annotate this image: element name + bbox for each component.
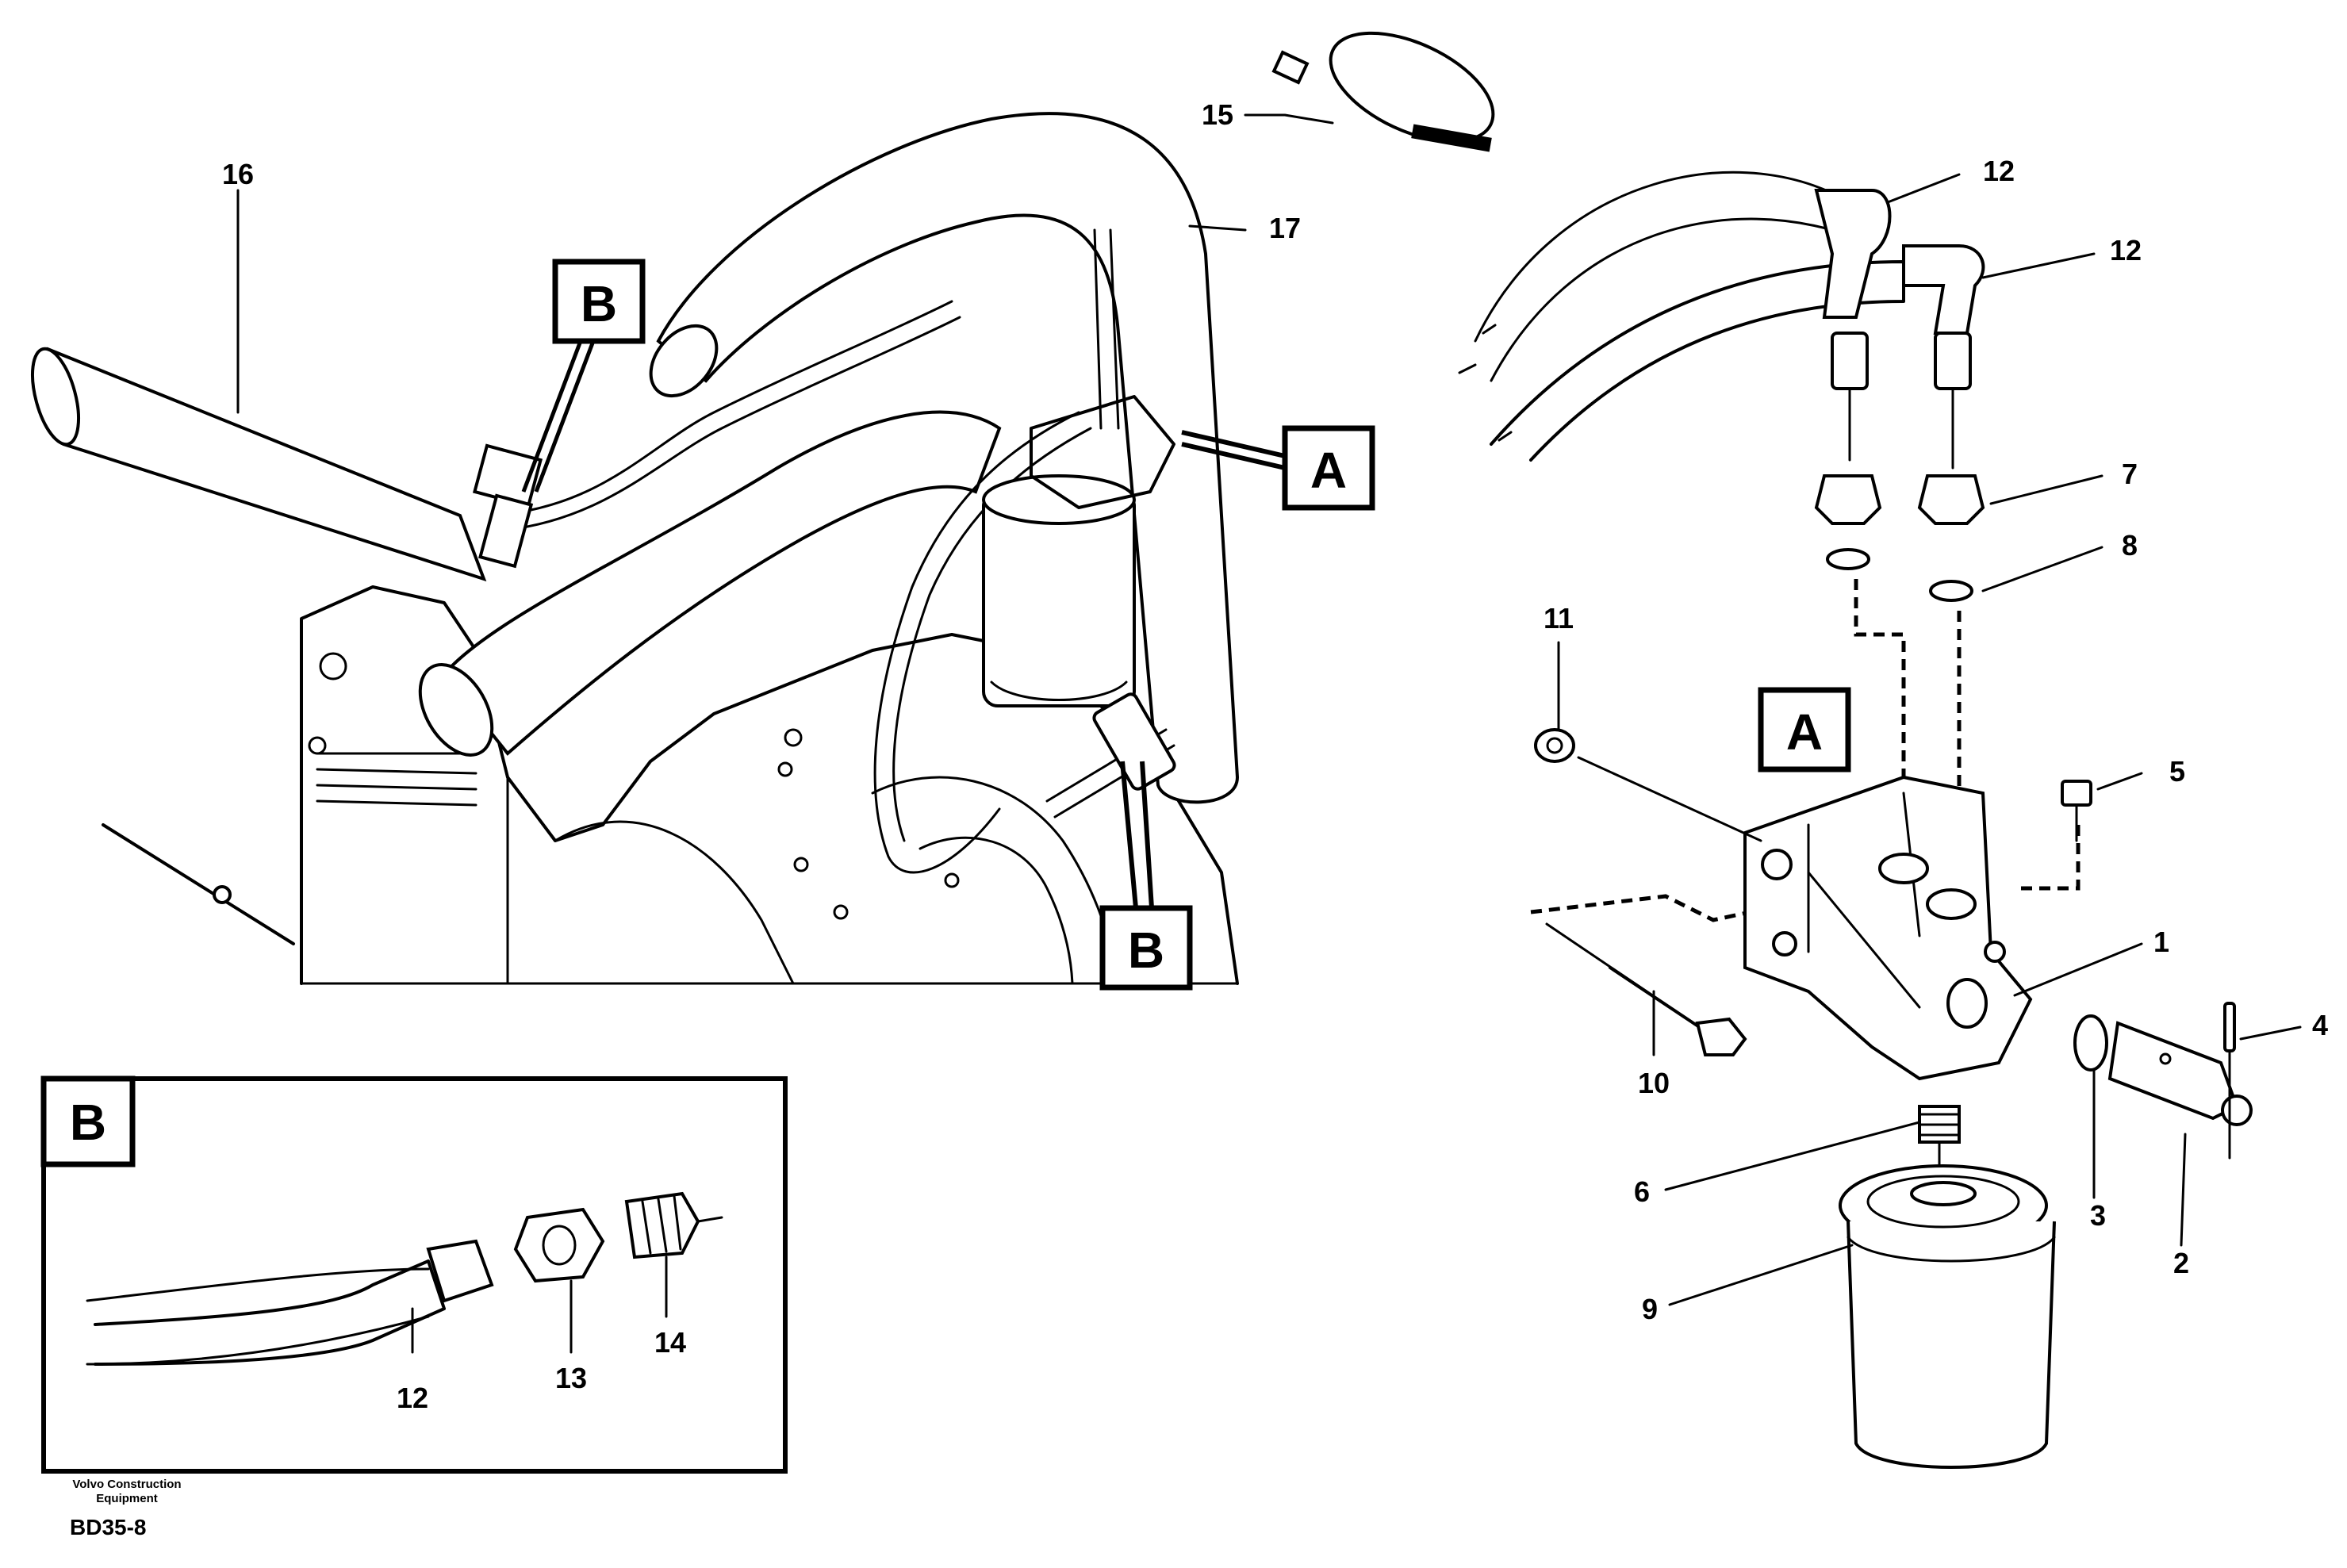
- view-label-a-engine-text: A: [1310, 442, 1347, 499]
- callout-3: 3: [2090, 1199, 2106, 1232]
- footer-maker-line2: Equipment: [96, 1492, 158, 1505]
- callout-6: 6: [1634, 1175, 1650, 1208]
- callout-11: 11: [1544, 602, 1574, 634]
- footer-code: BD35-8: [70, 1515, 146, 1539]
- callout-5: 5: [2169, 755, 2185, 788]
- callout-1: 1: [2153, 926, 2169, 958]
- view-label-b-bottom-text: B: [1128, 922, 1164, 979]
- view-label-a-detail-text: A: [1786, 703, 1823, 761]
- callout-12b: 12: [2110, 234, 2142, 266]
- inset-b: B: [40, 1075, 788, 1474]
- callout-9: 9: [1642, 1293, 1658, 1325]
- callout-14: 14: [654, 1326, 686, 1359]
- callout-7: 7: [2122, 458, 2138, 490]
- view-label-b-inset-text: B: [70, 1094, 106, 1151]
- view-label-a-detail: A: [1758, 687, 1851, 772]
- view-label-a-engine: A: [1181, 425, 1375, 511]
- callout-17: 17: [1269, 212, 1301, 244]
- callout-4: 4: [2312, 1009, 2328, 1041]
- callout-numbers: 16 15 17 12 12 7 8 11 5 1 4 10 6 3 2 9 1…: [222, 98, 2328, 1414]
- callout-13: 13: [555, 1362, 587, 1394]
- footer: Volvo Construction Equipment BD35-8: [70, 1478, 182, 1539]
- view-label-b-top: B: [521, 259, 646, 493]
- callout-12a: 12: [1983, 155, 2015, 187]
- footer-maker-line1: Volvo Construction: [72, 1478, 181, 1491]
- view-label-b-top-text: B: [581, 275, 617, 332]
- engine-overview: [31, 112, 1240, 985]
- callout-15: 15: [1202, 98, 1233, 131]
- callout-12c: 12: [397, 1382, 428, 1414]
- leader-lines: [236, 113, 2302, 1354]
- view-label-b-bottom: B: [1099, 761, 1193, 991]
- hose-clamp: [1271, 31, 1495, 152]
- callout-10: 10: [1638, 1067, 1670, 1099]
- callout-2: 2: [2173, 1247, 2189, 1279]
- filter-assembly-detail: [1458, 171, 2253, 1469]
- callout-16: 16: [222, 158, 254, 190]
- callout-8: 8: [2122, 529, 2138, 562]
